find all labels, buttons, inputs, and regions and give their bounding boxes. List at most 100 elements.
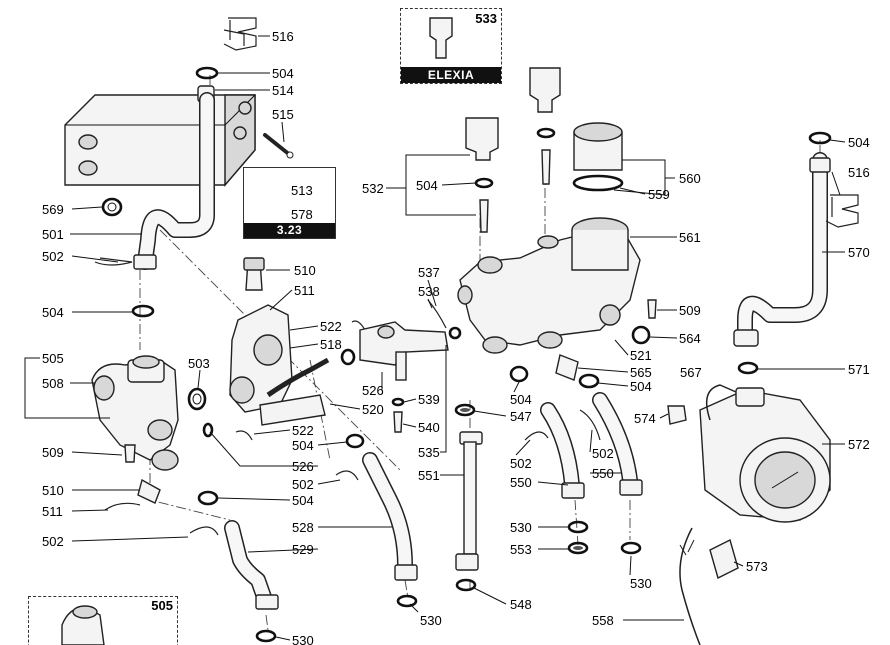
seals-504-526 — [197, 422, 365, 506]
manifold-521 — [457, 217, 641, 354]
screw-539-540 — [391, 397, 405, 433]
callout-510: 510 — [42, 483, 64, 498]
callout-522: 522 — [292, 423, 314, 438]
pipe-551 — [454, 403, 483, 592]
callout-503: 503 — [188, 356, 210, 371]
callout-labels: 516 504 514 515 569 501 502 504 505 508 … — [42, 29, 870, 645]
diverter-valve-508 — [91, 355, 179, 471]
callout-514: 514 — [272, 83, 294, 98]
callout-505: 505 — [42, 351, 64, 366]
callout-559: 559 — [648, 187, 670, 202]
callout-510: 510 — [294, 263, 316, 278]
callout-574: 574 — [634, 411, 656, 426]
callout-511: 511 — [294, 283, 315, 298]
callout-567: 567 — [680, 365, 702, 380]
callout-547: 547 — [510, 409, 532, 424]
inset-505-part — [61, 605, 105, 645]
callout-522: 522 — [320, 319, 342, 334]
pipe-529 — [224, 520, 279, 643]
callout-537: 537 — [418, 265, 440, 280]
callout-553: 553 — [510, 542, 532, 557]
leader-lines — [24, 35, 846, 641]
callout-504: 504 — [510, 392, 532, 407]
inset-caption-elexia: ELEXIA — [401, 67, 501, 83]
callout-502: 502 — [592, 446, 614, 461]
callout-548: 548 — [510, 597, 532, 612]
callout-502: 502 — [292, 477, 314, 492]
callout-560: 560 — [679, 171, 701, 186]
callout-528: 528 — [292, 520, 314, 535]
callout-504: 504 — [42, 305, 64, 320]
callout-504: 504 — [292, 438, 314, 453]
callout-570: 570 — [848, 245, 870, 260]
callout-521: 521 — [630, 348, 652, 363]
callout-529: 529 — [292, 542, 314, 557]
callout-526: 526 — [362, 383, 384, 398]
heat-exchanger-514 — [64, 85, 256, 187]
pipe-520 — [266, 357, 330, 398]
cable-558-and-573 — [679, 527, 739, 645]
callout-509: 509 — [679, 303, 701, 318]
callout-504: 504 — [292, 493, 314, 508]
callout-550: 550 — [592, 466, 614, 481]
callout-504: 504 — [416, 178, 438, 193]
callout-569: 569 — [42, 202, 64, 217]
reference-box-3-23: 513 578 3.23 — [243, 167, 336, 239]
clips-522 — [235, 320, 366, 441]
callout-520: 520 — [362, 402, 384, 417]
clips-502-right — [524, 409, 601, 441]
ref-caption-3-23: 3.23 — [244, 223, 335, 238]
clip-516-right — [825, 194, 859, 228]
right-small-parts — [509, 299, 687, 425]
seals-504-569 — [101, 66, 219, 318]
pipe-528 — [362, 452, 418, 608]
callout-502: 502 — [510, 456, 532, 471]
callout-564: 564 — [679, 331, 701, 346]
callout-526: 526 — [292, 459, 314, 474]
bleed-509-left — [124, 444, 136, 463]
callout-532: 532 — [362, 181, 384, 196]
clip-516-left — [223, 17, 257, 51]
callout-572: 572 — [848, 437, 870, 452]
callout-538: 538 — [418, 284, 440, 299]
connector-535 — [340, 321, 449, 381]
callout-511: 511 — [42, 504, 63, 519]
pipe-501 — [133, 92, 215, 270]
valve-body-518 — [229, 257, 326, 426]
pump-572 — [699, 361, 831, 523]
callout-565: 565 — [630, 365, 652, 380]
callout-518: 518 — [320, 337, 342, 352]
plug-510-511-left — [104, 478, 161, 511]
ref-item-578: 578 — [291, 207, 313, 222]
clip-502-b — [189, 526, 219, 536]
callout-530: 530 — [420, 613, 442, 628]
seal-503 — [187, 387, 207, 411]
callout-502: 502 — [42, 534, 64, 549]
callout-516: 516 — [272, 29, 294, 44]
callout-535: 535 — [418, 445, 440, 460]
cartridges-532-533 — [465, 67, 561, 233]
callout-504: 504 — [848, 135, 870, 150]
callout-509: 509 — [42, 445, 64, 460]
pipes-550 — [540, 392, 643, 555]
callout-573: 573 — [746, 559, 768, 574]
callout-516: 516 — [848, 165, 870, 180]
callout-530: 530 — [292, 633, 314, 645]
callout-530: 530 — [630, 576, 652, 591]
callout-551: 551 — [418, 468, 440, 483]
callout-515: 515 — [272, 107, 294, 122]
callout-561: 561 — [679, 230, 701, 245]
callout-502: 502 — [42, 249, 64, 264]
callout-504: 504 — [272, 66, 294, 81]
clip-502-c — [335, 470, 359, 481]
inset-number-505: 505 — [151, 598, 173, 613]
clip-502-a — [94, 257, 133, 266]
callout-571: 571 — [848, 362, 870, 377]
screw-515 — [263, 133, 294, 159]
inset-box-elexia: 533 ELEXIA — [400, 8, 502, 84]
ref-item-513: 513 — [291, 183, 313, 198]
callout-530: 530 — [510, 520, 532, 535]
callout-558: 558 — [592, 613, 614, 628]
